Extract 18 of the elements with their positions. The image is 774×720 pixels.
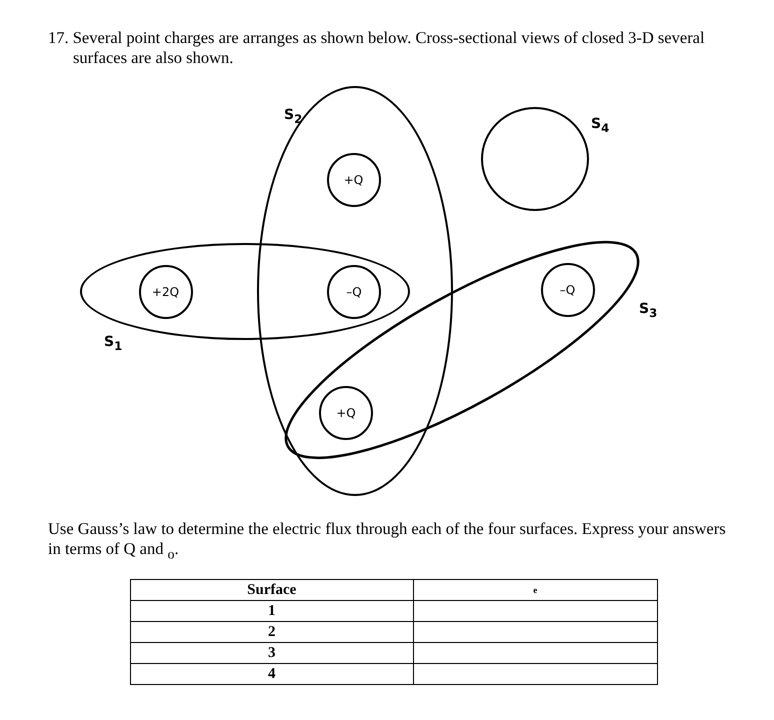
charge-label: +2Q	[150, 286, 180, 298]
charge-circle	[319, 386, 373, 440]
instruction-text: Use Gauss’s law to determine the electric flux through each of the four surfaces. Express your answers in terms of Q and $_{o}$.	[48, 519, 727, 564]
surface-number: 1	[130, 600, 414, 622]
column-header: Surface	[130, 580, 414, 600]
surface-number: 3	[130, 642, 414, 664]
charge-label: +Q	[342, 174, 364, 186]
surface-label: S$_{4}$	[591, 117, 610, 134]
surface-label: S$_{3}$	[639, 302, 658, 320]
surface-number: 2	[130, 622, 414, 642]
charge-circle	[327, 265, 381, 319]
charge-label: +Q	[335, 407, 357, 419]
question-text: 17. Several point charges are arranges as shown below. Cross-sectional views of closed 3-D several surfaces are also shown.	[48, 28, 706, 68]
column-header: e	[413, 580, 658, 600]
charge-label: –Q	[558, 284, 576, 296]
charge-label: –Q	[345, 286, 363, 298]
surface-label: S$_{1}$	[104, 335, 122, 352]
surface-number: 4	[130, 664, 414, 684]
